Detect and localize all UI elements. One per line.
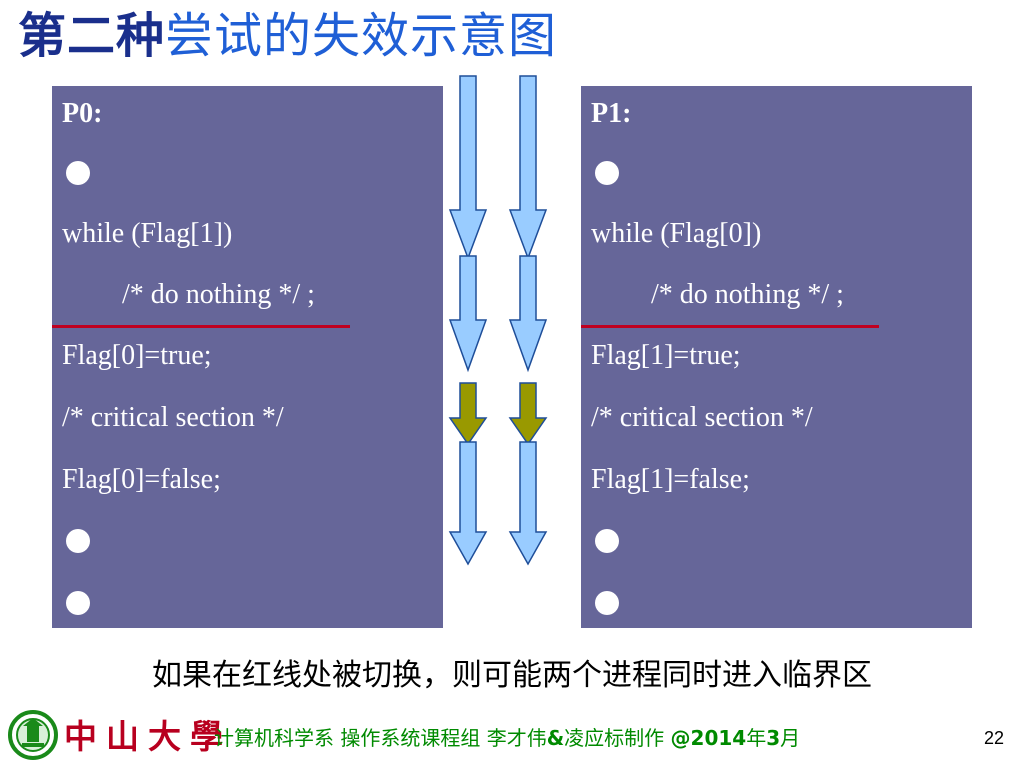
arrow-down-icon — [508, 75, 548, 261]
p1-set-flag-true: Flag[1]=true; — [591, 340, 741, 371]
credit-part-2: 凌应标制作 — [564, 726, 671, 750]
p0-heading: P0: — [62, 98, 103, 129]
p0-do-nothing-line: /* do nothing */ ; — [122, 279, 315, 310]
credit-year-char: 年 — [746, 726, 767, 750]
p1-while-line: while (Flag[0]) — [591, 218, 762, 249]
page-number: 22 — [983, 728, 1004, 748]
arrow-down-icon — [508, 255, 548, 373]
title-part-2: 尝试的失效示意图 — [165, 8, 558, 64]
p1-critical-section: /* critical section */ — [591, 402, 813, 433]
footer-credit: 计算机科学系 操作系统课程组 李才伟&凌应标制作 @2014年3月 — [214, 722, 800, 751]
credit-month-char: 月 — [780, 726, 801, 750]
university-logo-text: 中山大學 — [64, 717, 232, 756]
p1-bullet-bottom — [595, 591, 619, 615]
credit-ampersand: & — [546, 726, 565, 750]
p0-while-line: while (Flag[1]) — [62, 218, 233, 249]
arrow-down-icon — [448, 382, 488, 446]
process-p0-panel: P0: while (Flag[1]) /* do nothing */ ; F… — [52, 86, 443, 628]
p0-set-flag-false: Flag[0]=false; — [62, 464, 221, 495]
credit-year-prefix: @2014 — [670, 726, 747, 750]
arrow-down-icon — [448, 75, 488, 261]
slide-footer: 中山大學 计算机科学系 操作系统课程组 李才伟&凌应标制作 @2014年3月 2… — [6, 706, 1018, 762]
p0-bullet-middle — [66, 529, 90, 553]
credit-month-num: 3 — [766, 726, 781, 750]
credit-part-1: 计算机科学系 操作系统课程组 李才伟 — [214, 726, 547, 750]
arrow-down-icon — [448, 255, 488, 373]
university-seal-icon — [8, 710, 58, 760]
p0-critical-section: /* critical section */ — [62, 402, 284, 433]
slide-caption: 如果在红线处被切换，则可能两个进程同时进入临界区 — [152, 658, 872, 693]
p1-set-flag-false: Flag[1]=false; — [591, 464, 750, 495]
p0-set-flag-true: Flag[0]=true; — [62, 340, 212, 371]
slide-title: 第二种尝试的失效示意图 — [18, 0, 557, 66]
arrow-down-icon — [508, 382, 548, 446]
arrow-down-icon — [448, 441, 488, 566]
p1-bullet-middle — [595, 529, 619, 553]
p1-red-switch-line — [581, 325, 879, 328]
p1-bullet-top — [595, 161, 619, 185]
p1-heading: P1: — [591, 98, 632, 129]
p1-do-nothing-line: /* do nothing */ ; — [651, 279, 844, 310]
p0-bullet-bottom — [66, 591, 90, 615]
p0-bullet-top — [66, 161, 90, 185]
arrow-down-icon — [508, 441, 548, 566]
title-part-1: 第二种 — [18, 8, 166, 64]
process-p1-panel: P1: while (Flag[0]) /* do nothing */ ; F… — [581, 86, 972, 628]
p0-red-switch-line — [52, 325, 350, 328]
